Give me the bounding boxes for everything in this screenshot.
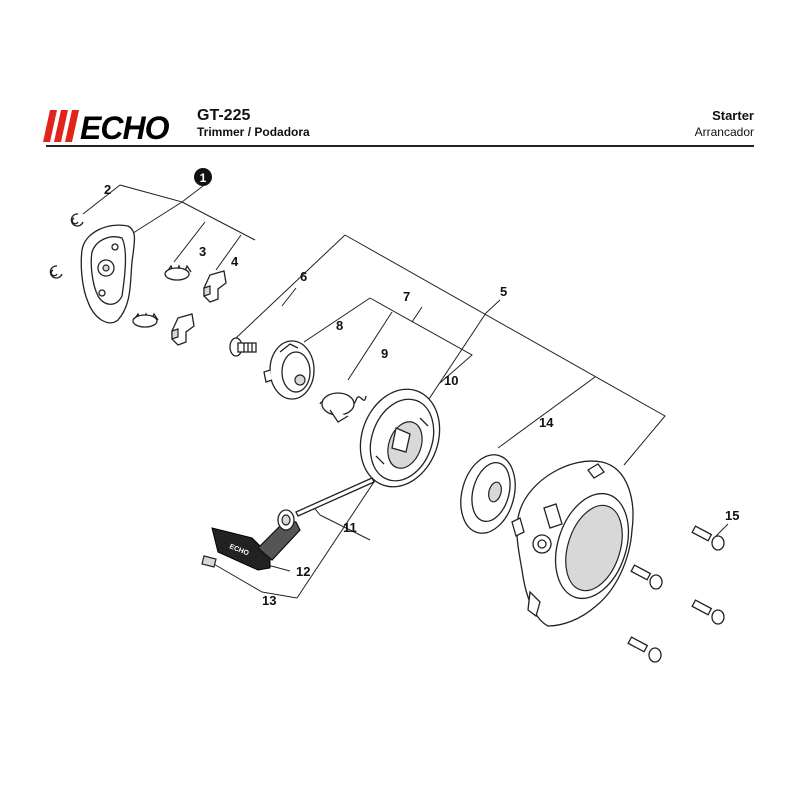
rope-insert bbox=[201, 555, 217, 568]
callout-14: 14 bbox=[539, 415, 554, 430]
logo-stripes bbox=[43, 110, 79, 142]
callout-4: 4 bbox=[231, 254, 239, 269]
logo-wordmark: ECHO bbox=[80, 110, 170, 144]
callout-8: 8 bbox=[336, 318, 343, 333]
pawl-spring-upper bbox=[164, 264, 192, 281]
leader-lines bbox=[82, 184, 729, 599]
screw-2 bbox=[630, 564, 663, 590]
callout-1: 1 bbox=[200, 171, 207, 185]
spring-case bbox=[460, 454, 516, 534]
pawl-lower bbox=[171, 313, 195, 346]
clip-upper bbox=[70, 213, 84, 227]
section-title-es: Arrancador bbox=[694, 125, 754, 139]
starter-case bbox=[511, 460, 634, 627]
model-subtitle: Trimmer / Podadora bbox=[197, 125, 310, 139]
section-title: Starter bbox=[712, 108, 754, 123]
callout-7: 7 bbox=[403, 289, 410, 304]
model-number: GT-225 bbox=[197, 107, 251, 124]
screw-4 bbox=[627, 636, 662, 663]
callout-11: 11 bbox=[343, 520, 357, 535]
reel-hub bbox=[263, 340, 315, 400]
screw-3 bbox=[691, 599, 725, 625]
recoil-spring bbox=[319, 392, 367, 423]
rope-reel bbox=[359, 388, 441, 488]
center-bolt bbox=[229, 337, 257, 357]
callout-15: 15 bbox=[725, 508, 739, 523]
clip-lower bbox=[49, 265, 63, 279]
pawl-spring-lower bbox=[132, 312, 159, 328]
callout-5: 5 bbox=[500, 284, 507, 299]
starter-handle: ECHO bbox=[211, 509, 301, 571]
screw-1 bbox=[691, 525, 725, 551]
callout-12: 12 bbox=[296, 564, 310, 579]
callout-6: 6 bbox=[300, 269, 307, 284]
echo-logo: ECHO bbox=[43, 110, 171, 144]
starter-rope bbox=[295, 477, 375, 517]
pawl-upper bbox=[203, 270, 227, 303]
pulley-cover bbox=[80, 224, 136, 324]
callout-2: 2 bbox=[104, 182, 111, 197]
callout-10: 10 bbox=[444, 373, 458, 388]
callout-9: 9 bbox=[381, 346, 388, 361]
callout-1-badge: 1 bbox=[194, 168, 212, 186]
callout-13: 13 bbox=[262, 593, 276, 608]
header-rule bbox=[46, 145, 754, 147]
callout-3: 3 bbox=[199, 244, 206, 259]
